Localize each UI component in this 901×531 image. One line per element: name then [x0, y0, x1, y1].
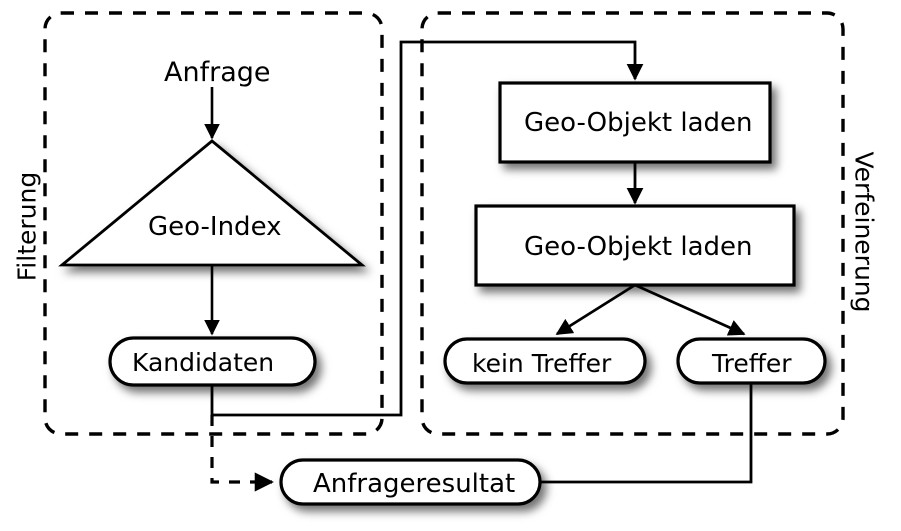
- node-geo-objekt-laden-1-shape[interactable]: [498, 81, 772, 164]
- phase-container-filterung: [43, 11, 384, 436]
- edge-kandidaten-to-anfrageresultat: [210, 415, 274, 492]
- edge-geo-objekt-laden-2-to-kein-treffer: [555, 283, 636, 336]
- node-label-kandidaten: Kandidaten: [132, 348, 275, 377]
- node-kein-treffer-shape[interactable]: [443, 337, 647, 385]
- node-anfrageresultat-shape[interactable]: [279, 458, 542, 506]
- phase-label-filterung: Filterung: [12, 171, 42, 282]
- node-label-treffer: Treffer: [712, 349, 792, 378]
- node-label-anfrageresultat: Anfrageresultat: [313, 469, 516, 499]
- edge-geo-objekt-laden-2-to-treffer: [634, 283, 746, 336]
- node-label-kein-treffer: kein Treffer: [472, 349, 612, 378]
- node-geo-objekt-laden-2-shape[interactable]: [474, 204, 796, 287]
- node-label-anfrage: Anfrage: [164, 57, 271, 88]
- node-label-geo-index: Geo-Index: [148, 212, 282, 242]
- edge-kandidaten-to-geo-objekt-laden-1: [210, 40, 644, 417]
- node-label-geo-objekt-laden-2: Geo-Objekt laden: [524, 232, 753, 262]
- node-label-geo-objekt-laden-1: Geo-Objekt laden: [524, 108, 753, 138]
- node-geo-index-shape[interactable]: [58, 139, 366, 267]
- node-kandidaten-shape[interactable]: [108, 336, 317, 387]
- edge-treffer-to-anfrageresultat: [540, 382, 753, 484]
- node-treffer-shape[interactable]: [676, 337, 827, 385]
- phase-container-verfeinerung: [420, 11, 845, 436]
- phase-label-verfeinerung: Verfeinerung: [849, 151, 879, 313]
